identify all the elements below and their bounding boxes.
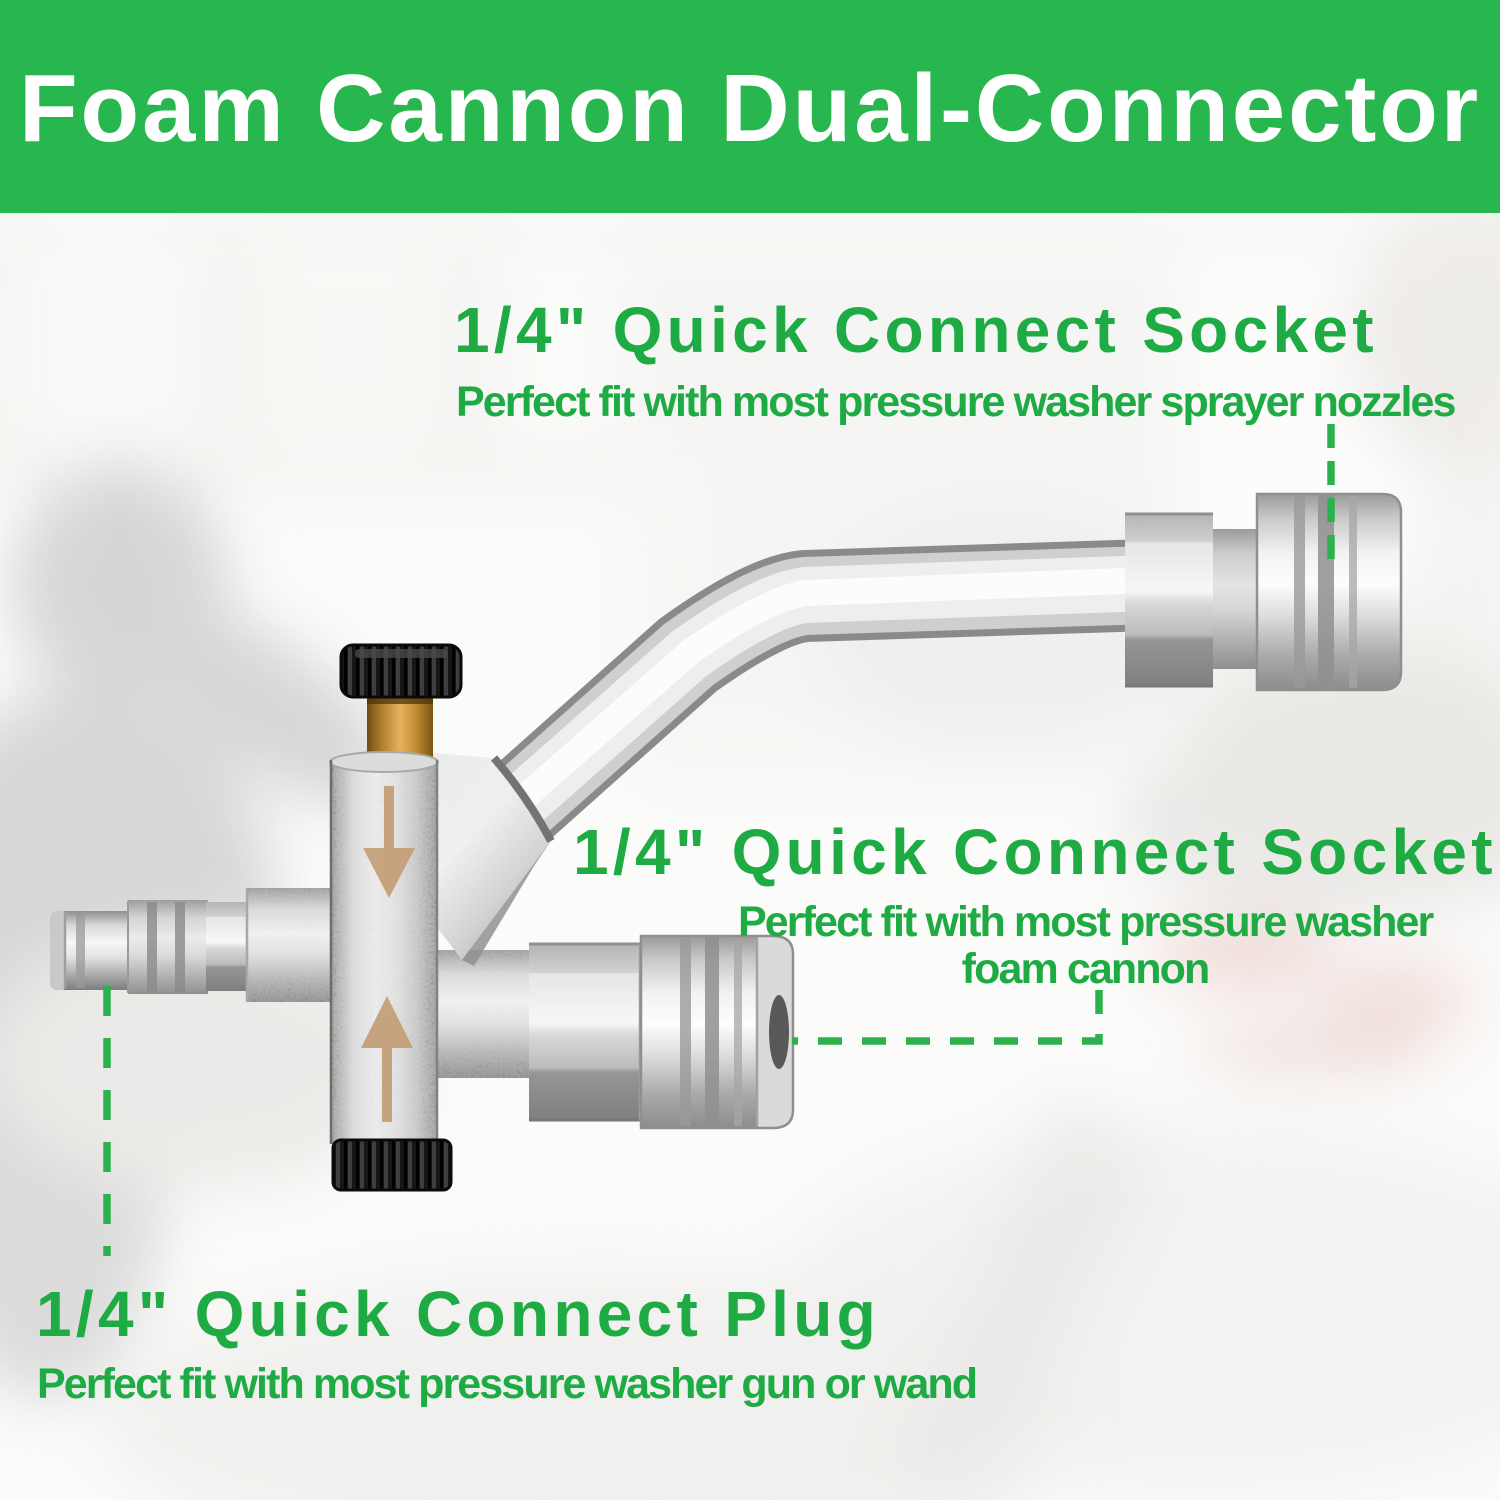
outlet-tube — [474, 539, 1152, 853]
bottom-socket-title: 1/4" Quick Connect Socket — [573, 816, 1497, 888]
leader-line-bottom-socket — [792, 990, 1103, 1045]
plug-title: 1/4" Quick Connect Plug — [36, 1278, 881, 1350]
upper-quick-connect-socket — [1125, 492, 1403, 692]
brass-stem — [367, 694, 433, 760]
top-socket-title: 1/4" Quick Connect Socket — [454, 294, 1378, 366]
flow-arrow-down — [363, 786, 415, 898]
banner-title: Foam Cannon Dual-Connector — [18, 54, 1482, 162]
plug-subtitle: Perfect fit with most pressure washer gu… — [37, 1360, 978, 1408]
control-knob — [339, 643, 463, 699]
banner: Foam Cannon Dual-Connector — [0, 0, 1500, 213]
quick-connect-plug — [50, 888, 334, 1002]
lower-quick-connect-socket — [430, 934, 795, 1130]
top-socket-subtitle: Perfect fit with most pressure washer sp… — [456, 378, 1456, 426]
bottom-knurled-ring — [331, 1138, 453, 1192]
bottom-socket-subtitle-line1: Perfect fit with most pressure washer — [738, 898, 1434, 946]
tube-cone-joint — [420, 752, 555, 966]
bottom-socket-subtitle-line2: foam cannon — [961, 945, 1211, 993]
flow-arrow-up — [361, 996, 413, 1122]
valve-body — [329, 751, 439, 1144]
